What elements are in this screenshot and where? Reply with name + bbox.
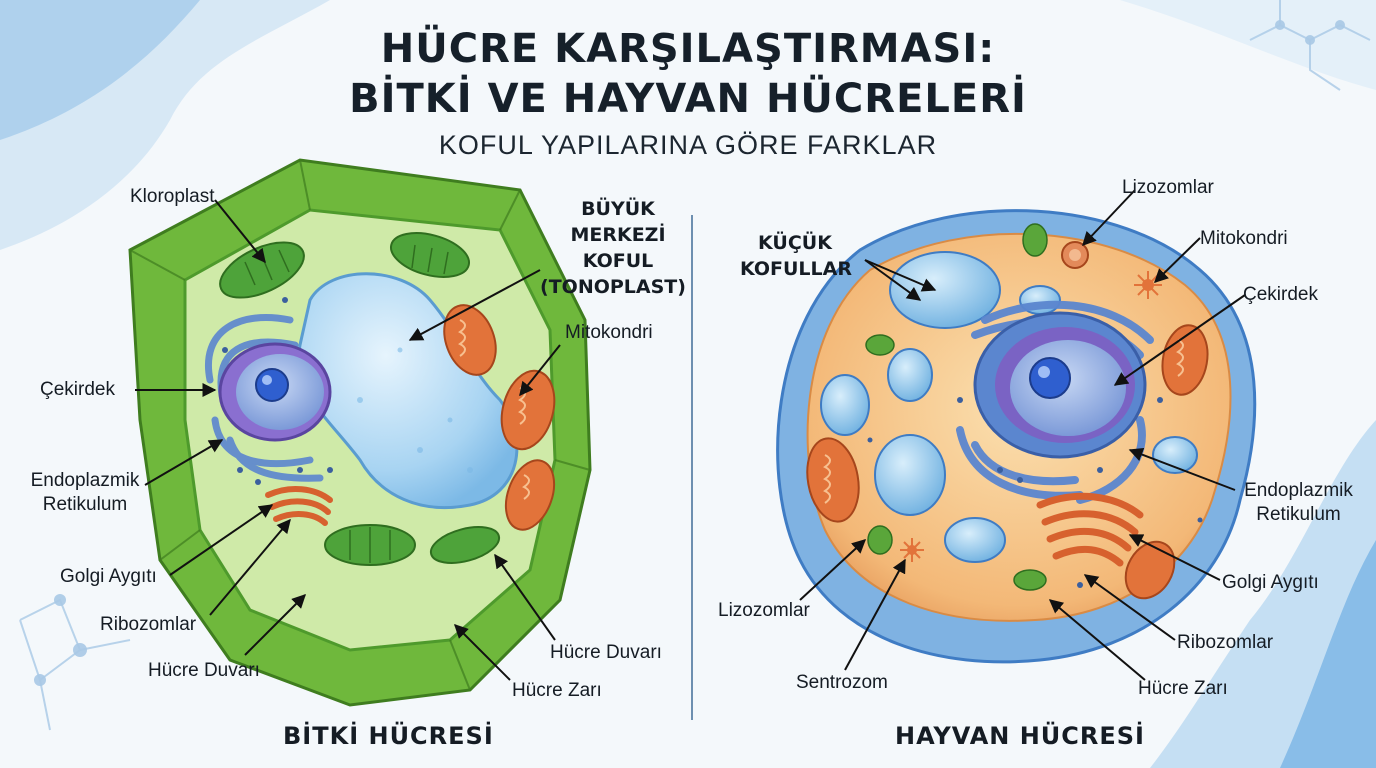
label-central-vacuole-2: MERKEZİ <box>570 224 666 246</box>
animal-small-vacuoles <box>820 251 1198 563</box>
animal-nucleus <box>973 311 1147 459</box>
label-plant-er-2: Retikulum <box>42 494 128 515</box>
animal-cell <box>776 209 1257 664</box>
label-animal-centrosome: Sentrozom <box>796 672 888 693</box>
animal-lysosomes <box>1061 241 1089 269</box>
label-animal-lysosomes-top: Lizozomlar <box>1122 177 1214 198</box>
label-plant-nucleus: Çekirdek <box>40 379 115 400</box>
label-central-vacuole-4: (TONOPLAST) <box>540 276 686 298</box>
page-title-line1: HÜCRE KARŞILAŞTIRMASI: <box>380 26 996 72</box>
label-small-vacuoles-1: KÜÇÜK <box>758 232 832 254</box>
label-animal-golgi: Golgi Aygıtı <box>1222 572 1319 593</box>
page-title-line2: BİTKİ VE HAYVAN HÜCRELERİ <box>349 76 1027 122</box>
plant-nucleus <box>218 342 332 442</box>
leader-lines <box>135 189 1246 681</box>
animal-caption: HAYVAN HÜCRESİ <box>895 722 1145 750</box>
label-plant-golgi: Golgi Aygıtı <box>60 566 157 587</box>
label-plant-er-1: Endoplazmik <box>30 470 140 491</box>
label-plant-ribosomes: Ribozomlar <box>100 614 197 635</box>
plant-central-vacuole <box>297 272 519 510</box>
label-chloroplast: Kloroplast <box>130 186 215 207</box>
animal-ribosomes <box>867 397 1203 588</box>
plant-ribosomes <box>222 297 333 485</box>
label-plant-cell-wall-right: Hücre Duvarı <box>550 642 662 663</box>
label-animal-ribosomes: Ribozomlar <box>1177 632 1274 653</box>
label-central-vacuole-3: KOFUL <box>582 250 654 272</box>
plant-caption: BİTKİ HÜCRESİ <box>283 722 494 750</box>
plant-mitochondria <box>443 304 556 531</box>
label-animal-membrane: Hücre Zarı <box>1138 678 1228 699</box>
label-animal-er-1: Endoplazmik <box>1244 480 1353 501</box>
label-small-vacuoles-2: KOFULLAR <box>740 258 852 280</box>
label-animal-lysosomes-bottom: Lizozomlar <box>718 600 810 621</box>
label-central-vacuole-1: BÜYÜK <box>581 198 655 220</box>
plant-golgi <box>265 486 333 526</box>
label-animal-er-2: Retikulum <box>1256 504 1341 525</box>
label-animal-nucleus: Çekirdek <box>1243 284 1318 305</box>
label-animal-mitochondria: Mitokondri <box>1200 228 1288 249</box>
animal-centrosome <box>900 271 1162 562</box>
animal-mitochondria <box>806 324 1209 600</box>
animal-golgi <box>1036 492 1144 567</box>
plant-cell <box>128 158 592 707</box>
label-plant-cell-wall-left: Hücre Duvarı <box>148 660 260 681</box>
label-plant-mitochondria: Mitokondri <box>565 322 653 343</box>
label-plant-membrane: Hücre Zarı <box>512 680 602 701</box>
plant-chloroplasts <box>219 232 501 566</box>
page-subtitle: KOFUL YAPILARINA GÖRE FARKLAR <box>438 130 938 160</box>
